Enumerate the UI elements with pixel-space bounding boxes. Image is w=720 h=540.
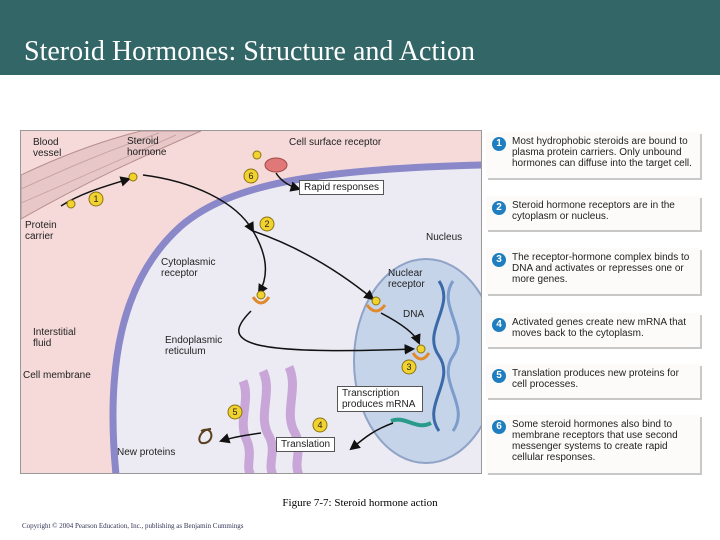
label-nucleus: Nucleus [426,232,463,243]
step-4: 4 Activated genes create new mRNA that m… [486,313,700,347]
svg-text:4: 4 [317,420,322,430]
slide-title: Steroid Hormones: Structure and Action [24,36,476,67]
hormone-cytoplasmic [256,290,266,300]
step-number: 1 [492,137,506,151]
dna-strand-a [432,280,446,432]
label-cell-surface-receptor: Cell surface receptor [289,137,382,148]
svg-text:1: 1 [93,194,98,204]
step-number: 4 [492,318,506,332]
label-cell-membrane: Cell membrane [23,370,91,381]
step-number: 6 [492,420,506,434]
svg-text:2: 2 [264,219,269,229]
label-protein-carrier: Protein carrier [25,220,57,242]
step-6: 6 Some steroid hormones also bind to mem… [486,415,700,473]
label-nuclear-receptor: Nuclear receptor [388,268,425,290]
step-text: The receptor-hormone complex binds to DN… [512,252,690,285]
step-text: Most hydrophobic steroids are bound to p… [512,136,692,169]
svg-text:6: 6 [248,171,253,181]
title-divider [0,75,720,77]
svg-text:5: 5 [232,407,237,417]
label-endoplasmic-reticulum: Endoplasmic reticulum [165,335,223,357]
figure-caption: Figure 7-7: Steroid hormone action [282,497,438,509]
step-3: 3 The receptor-hormone complex binds to … [486,248,700,294]
label-rapid-responses: Rapid responses [299,180,385,195]
new-protein-shape [198,428,213,445]
step-number: 2 [492,201,506,215]
label-interstitial-fluid: Interstitial fluid [33,327,76,349]
hormone-at-surface-receptor [252,150,262,160]
title-bar: Steroid Hormones: Structure and Action [0,0,720,75]
label-transcription: Transcription produces mRNA [337,386,423,412]
er-band-3 [284,365,304,473]
blood-vessel-shape [21,131,202,220]
nuclear-receptor-shape [365,304,387,313]
marker-6: 6 [243,168,259,184]
hormone-crossing-membrane [128,172,138,182]
mrna-strand [390,417,432,428]
label-cytoplasmic-receptor: Cytoplasmic receptor [161,257,216,279]
step-2: 2 Steroid hormone receptors are in the c… [486,196,700,230]
step-1: 1 Most hydrophobic steroids are bound to… [486,132,700,178]
label-blood-vessel: Blood vessel [33,137,62,159]
step-text: Activated genes create new mRNA that mov… [512,317,686,339]
dna-receptor-shape [411,352,431,361]
dna-strand-b [446,280,460,432]
svg-text:3: 3 [406,362,411,372]
marker-2: 2 [259,216,275,232]
step-number: 5 [492,369,506,383]
label-steroid-hormone: Steroid hormone [127,136,167,158]
marker-5: 5 [227,404,243,420]
hormone-nuclear [371,296,381,306]
copyright-notice: Copyright © 2004 Pearson Education, Inc.… [22,522,244,530]
label-translation: Translation [276,437,336,452]
label-new-proteins: New proteins [117,447,176,458]
cytoplasmic-receptor-shape [251,296,271,305]
marker-4: 4 [312,417,328,433]
step-text: Steroid hormone receptors are in the cyt… [512,200,675,222]
label-dna: DNA [403,309,425,320]
steroid-action-diagram: 1 2 3 4 5 6 Blood vessel Steroid hormone… [20,130,482,474]
diagram-artwork: 1 2 3 4 5 6 [21,131,481,473]
cell-membrane-line [109,161,481,473]
er-band-2 [258,369,278,473]
step-number: 3 [492,253,506,267]
hormone-dna-complex [416,344,426,354]
marker-1: 1 [88,191,104,207]
marker-3: 3 [401,359,417,375]
surface-receptor-shape [264,157,288,173]
step-text: Translation produces new proteins for ce… [512,368,679,390]
step-5: 5 Translation produces new proteins for … [486,364,700,398]
step-text: Some steroid hormones also bind to membr… [512,419,678,463]
er-band-1 [238,379,255,473]
hormone-on-carrier [66,199,76,209]
